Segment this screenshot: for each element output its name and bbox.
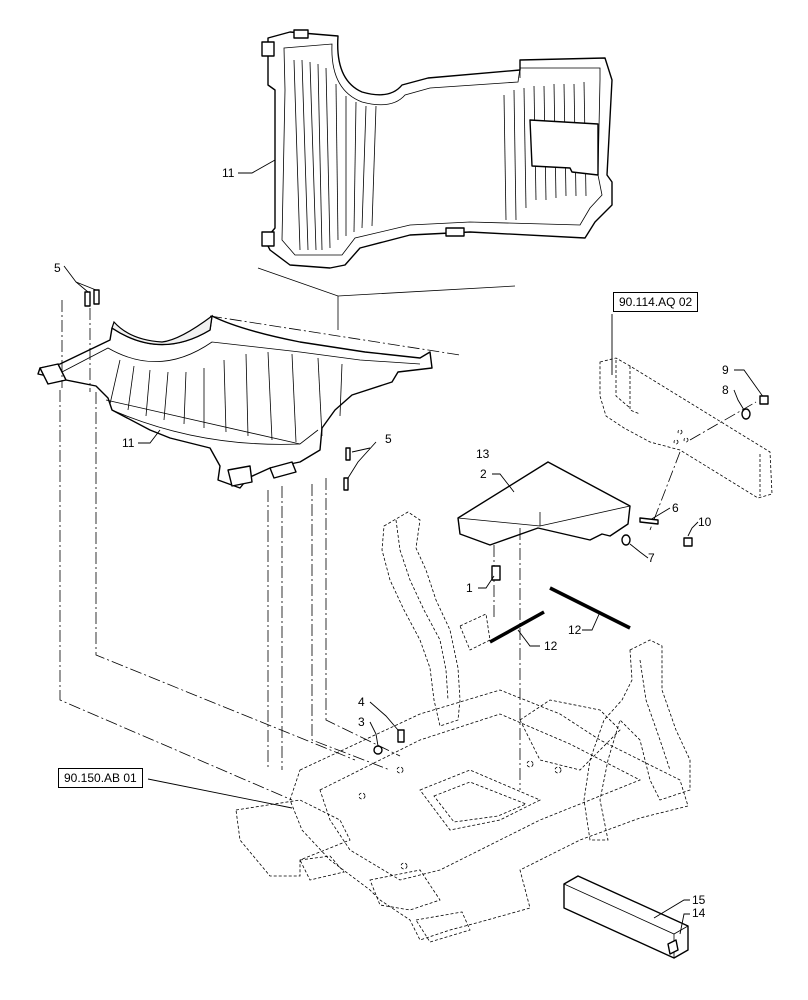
callout-7: 7: [648, 551, 655, 565]
bolt-9: [759, 395, 769, 405]
callout-6: 6: [672, 501, 679, 515]
rubber-block: [563, 875, 689, 959]
floor-mat-installed-view: [37, 314, 461, 489]
washer-7: [621, 534, 631, 546]
callout-12-left: 12: [544, 639, 558, 653]
screw-5-left: [84, 289, 100, 307]
callout-13: 13: [476, 447, 490, 461]
callout-11-mid: 11: [122, 436, 135, 450]
screw-5-right: [343, 447, 351, 491]
callout-10: 10: [698, 515, 712, 529]
callout-2: 2: [480, 467, 487, 481]
callout-1: 1: [466, 581, 473, 595]
floor-mat-top-view: [257, 29, 613, 330]
nut-10: [683, 537, 693, 547]
callout-12-right: 12: [568, 623, 582, 637]
callout-14: 14: [692, 906, 706, 920]
bolt-6: [639, 517, 659, 525]
callout-9: 9: [722, 363, 729, 377]
platform-frame: [235, 511, 691, 943]
cover-panel: [457, 461, 631, 790]
callout-5-right: 5: [385, 432, 392, 446]
callout-5-left: 5: [54, 261, 61, 275]
callout-8: 8: [722, 383, 729, 397]
washer-8: [741, 408, 751, 420]
callout-4: 4: [358, 695, 365, 709]
callout-3: 3: [358, 715, 365, 729]
mat-perspective-ribs: [109, 351, 343, 443]
washer-3: [373, 745, 383, 755]
clip-14: [667, 939, 679, 955]
seal-strips: [489, 586, 631, 644]
callout-11-top: 11: [222, 166, 235, 180]
reference-90-114-aq-02[interactable]: 90.114.AQ 02: [613, 292, 699, 312]
callout-15: 15: [692, 893, 706, 907]
reference-90-150-ab-01[interactable]: 90.150.AB 01: [58, 768, 143, 788]
assembly-center-lines: [59, 300, 401, 801]
screw-4: [397, 729, 405, 743]
